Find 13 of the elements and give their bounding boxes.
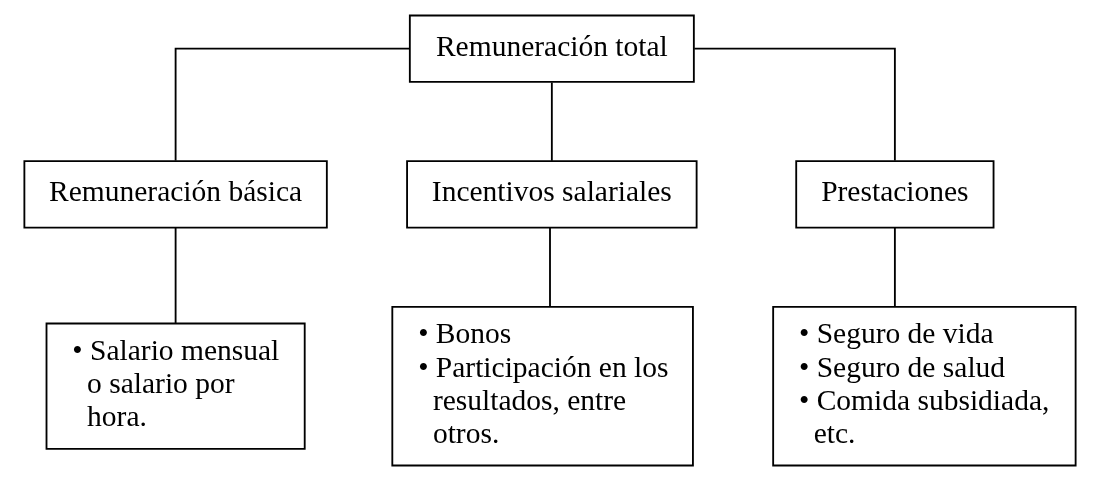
connector	[550, 81, 553, 162]
connector	[893, 226, 896, 308]
connector	[692, 47, 896, 162]
node-box: • Seguro de vida • Seguro de salud • Comida subsidiada, etc.	[771, 305, 1077, 467]
connector	[174, 47, 411, 162]
node-box: Remuneración total	[408, 14, 695, 83]
node-box: Remuneración básica	[22, 160, 328, 229]
node-box: Incentivos salariales	[405, 160, 698, 229]
connector	[548, 226, 551, 308]
node-box: • Salario mensual o salario por hora.	[45, 322, 306, 450]
connector	[174, 226, 177, 324]
node-box: • Bonos • Participación en los resultados, entre otros.	[390, 305, 694, 467]
node-box: Prestaciones	[794, 160, 994, 229]
